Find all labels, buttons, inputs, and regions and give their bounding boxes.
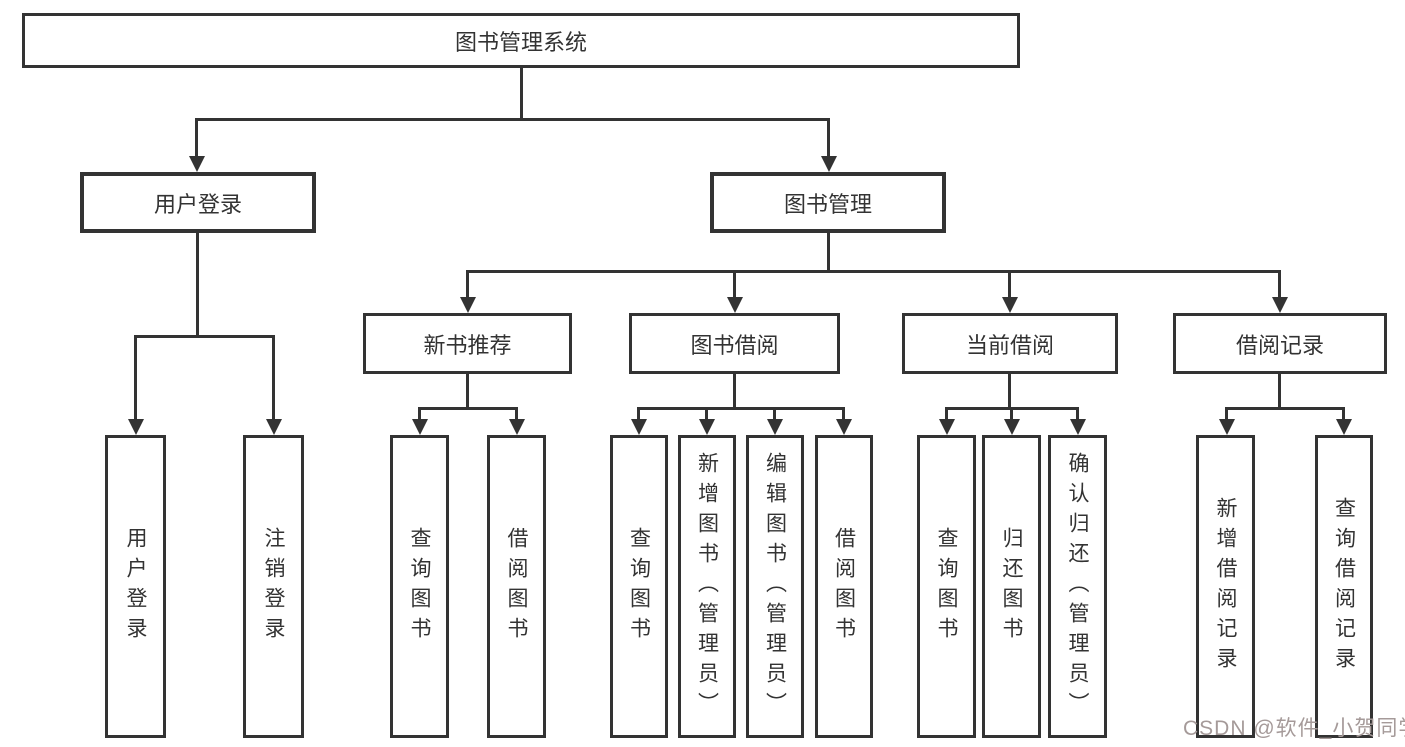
node-current-borrow: 当前借阅 (902, 313, 1118, 374)
node-label: 图书借阅 (690, 332, 779, 358)
arrowhead-icon (1004, 419, 1020, 435)
node-user-login-branch: 用户登录 (80, 172, 316, 233)
connector-line (733, 270, 736, 300)
connector-line (1278, 270, 1281, 300)
leaf-query-books-2: 查询图书 (610, 435, 668, 738)
connector-line (637, 407, 844, 410)
node-label: 借阅图书 (505, 526, 528, 647)
node-root-system: 图书管理系统 (22, 13, 1020, 68)
leaf-query-borrow-record: 查询借阅记录 (1315, 435, 1373, 738)
arrowhead-icon (1219, 419, 1235, 435)
connector-line (272, 335, 275, 423)
node-label: 归还图书 (1000, 526, 1023, 647)
arrowhead-icon (939, 419, 955, 435)
arrowhead-icon (727, 297, 743, 313)
leaf-add-borrow-record: 新增借阅记录 (1196, 435, 1255, 738)
connector-line (733, 374, 736, 410)
arrowhead-icon (1002, 297, 1018, 313)
node-label: 新增借阅记录 (1214, 496, 1237, 677)
arrowhead-icon (699, 419, 715, 435)
arrowhead-icon (509, 419, 525, 435)
connector-line (1008, 374, 1011, 410)
connector-line (520, 68, 523, 121)
leaf-borrow-books-1: 借阅图书 (487, 435, 546, 738)
node-label: 查询图书 (627, 526, 651, 647)
connector-line (418, 407, 518, 410)
arrowhead-icon (460, 297, 476, 313)
arrowhead-icon (821, 156, 837, 172)
node-label: 新书推荐 (423, 332, 512, 358)
connector-line (418, 407, 421, 423)
leaf-user-login: 用户登录 (105, 435, 166, 738)
connector-line (195, 118, 830, 121)
node-label: 新增图书（管理员） (695, 451, 719, 722)
arrowhead-icon (189, 156, 205, 172)
arrowhead-icon (836, 419, 852, 435)
connector-line (1225, 407, 1344, 410)
arrowhead-icon (631, 419, 647, 435)
node-new-book-recommend: 新书推荐 (363, 313, 572, 374)
connector-line (773, 407, 776, 423)
connector-line (1010, 407, 1013, 423)
node-label: 借阅记录 (1235, 332, 1324, 358)
arrowhead-icon (1070, 419, 1086, 435)
leaf-borrow-books-2: 借阅图书 (815, 435, 873, 738)
csdn-watermark: CSDN @软件_小贺同学 (1183, 717, 1405, 740)
node-label: 图书管理 (783, 191, 872, 217)
node-label: 查询借阅记录 (1332, 496, 1356, 677)
node-label: 查询图书 (408, 526, 431, 647)
connector-line (466, 270, 1280, 273)
node-label: 借阅图书 (832, 526, 856, 647)
arrowhead-icon (1272, 297, 1288, 313)
connector-line (515, 407, 518, 423)
node-label: 当前借阅 (965, 332, 1054, 358)
node-label: 用户登录 (153, 191, 242, 217)
arrowhead-icon (128, 419, 144, 435)
connector-line (134, 335, 137, 423)
leaf-edit-books-admin: 编辑图书（管理员） (746, 435, 804, 738)
node-label: 图书管理系统 (454, 29, 587, 55)
arrowhead-icon (266, 419, 282, 435)
arrowhead-icon (412, 419, 428, 435)
connector-line (842, 407, 845, 423)
connector-line (1008, 270, 1011, 300)
connector-line (705, 407, 708, 423)
node-label: 用户登录 (124, 526, 147, 647)
node-book-management-branch: 图书管理 (710, 172, 946, 233)
connector-line (196, 233, 199, 338)
connector-line (637, 407, 640, 423)
node-label: 编辑图书（管理员） (763, 451, 787, 722)
arrowhead-icon (767, 419, 783, 435)
leaf-add-books-admin: 新增图书（管理员） (678, 435, 736, 738)
connector-line (195, 118, 198, 160)
connector-line (134, 335, 275, 338)
connector-line (466, 270, 469, 300)
connector-line (1076, 407, 1079, 423)
leaf-query-books-3: 查询图书 (917, 435, 976, 738)
connector-line (1342, 407, 1345, 423)
connector-line (827, 118, 830, 160)
leaf-return-books: 归还图书 (982, 435, 1041, 738)
connector-line (466, 374, 469, 410)
node-book-borrow: 图书借阅 (629, 313, 840, 374)
leaf-confirm-return-admin: 确认归还（管理员） (1048, 435, 1107, 738)
node-label: 注销登录 (262, 526, 285, 647)
connector-line (1225, 407, 1228, 423)
leaf-query-books-1: 查询图书 (390, 435, 449, 738)
arrowhead-icon (1336, 419, 1352, 435)
connector-line (1278, 374, 1281, 410)
node-label: 查询图书 (935, 526, 958, 647)
connector-line (945, 407, 948, 423)
connector-line (827, 233, 830, 273)
node-label: 确认归还（管理员） (1066, 451, 1089, 722)
leaf-logout: 注销登录 (243, 435, 304, 738)
node-borrow-records: 借阅记录 (1173, 313, 1387, 374)
